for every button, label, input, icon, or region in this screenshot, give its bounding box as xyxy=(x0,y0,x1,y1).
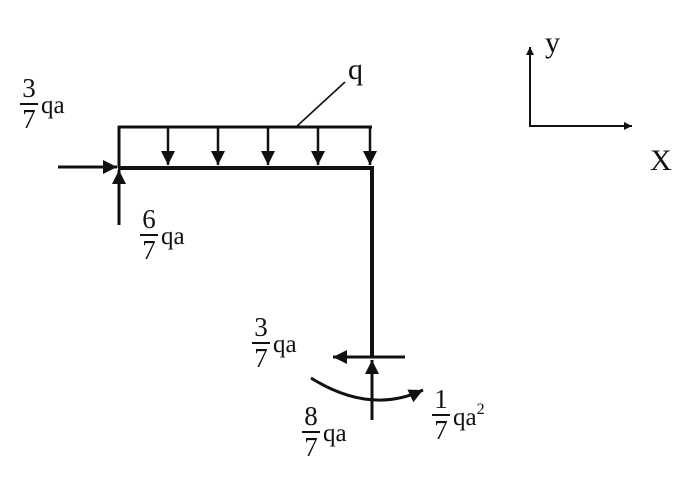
bottom-support-reactions xyxy=(310,350,424,420)
force-suffix: qa xyxy=(273,330,297,358)
y-axis-label: y xyxy=(545,26,560,59)
fraction-denominator: 7 xyxy=(304,432,318,462)
fraction-bar xyxy=(252,342,270,344)
left-support-reactions xyxy=(58,160,126,225)
bottom-moment-arc xyxy=(310,376,424,403)
fraction-bar xyxy=(140,234,158,236)
fraction-numerator: 3 xyxy=(22,73,36,103)
force-suffix: qa xyxy=(161,222,185,250)
moment-suffix-base: qa xyxy=(453,404,477,431)
fraction-numerator: 1 xyxy=(434,384,448,414)
fraction-denominator: 7 xyxy=(254,343,268,373)
fraction-bar xyxy=(20,103,38,105)
left-horizontal-force-label: 3 7 qa xyxy=(20,74,65,134)
fraction-denominator: 7 xyxy=(22,104,36,134)
moment-exponent: 2 xyxy=(476,401,485,418)
fraction-bar xyxy=(302,431,320,433)
bottom-vertical-force-label: 8 7 qa xyxy=(302,402,347,462)
fraction-denominator: 7 xyxy=(434,415,448,445)
distributed-load xyxy=(117,81,377,168)
x-axis-label: X xyxy=(650,144,672,177)
bottom-moment-label: 1 7 qa2 xyxy=(432,385,485,445)
force-suffix: qa xyxy=(41,91,65,119)
moment-suffix: qa2 xyxy=(453,400,485,431)
force-suffix: qa xyxy=(323,419,347,447)
distributed-load-label: q xyxy=(348,53,363,86)
fraction-numerator: 8 xyxy=(304,401,318,431)
coordinate-axes xyxy=(526,47,632,130)
fraction-numerator: 6 xyxy=(142,204,156,234)
bottom-horizontal-force-label: 3 7 qa xyxy=(252,313,297,373)
left-vertical-force-label: 6 7 qa xyxy=(140,205,185,265)
fraction-bar xyxy=(432,414,450,416)
load-leader-line xyxy=(295,81,346,128)
l-frame xyxy=(118,166,374,356)
fraction-numerator: 3 xyxy=(254,312,268,342)
fraction-denominator: 7 xyxy=(142,235,156,265)
